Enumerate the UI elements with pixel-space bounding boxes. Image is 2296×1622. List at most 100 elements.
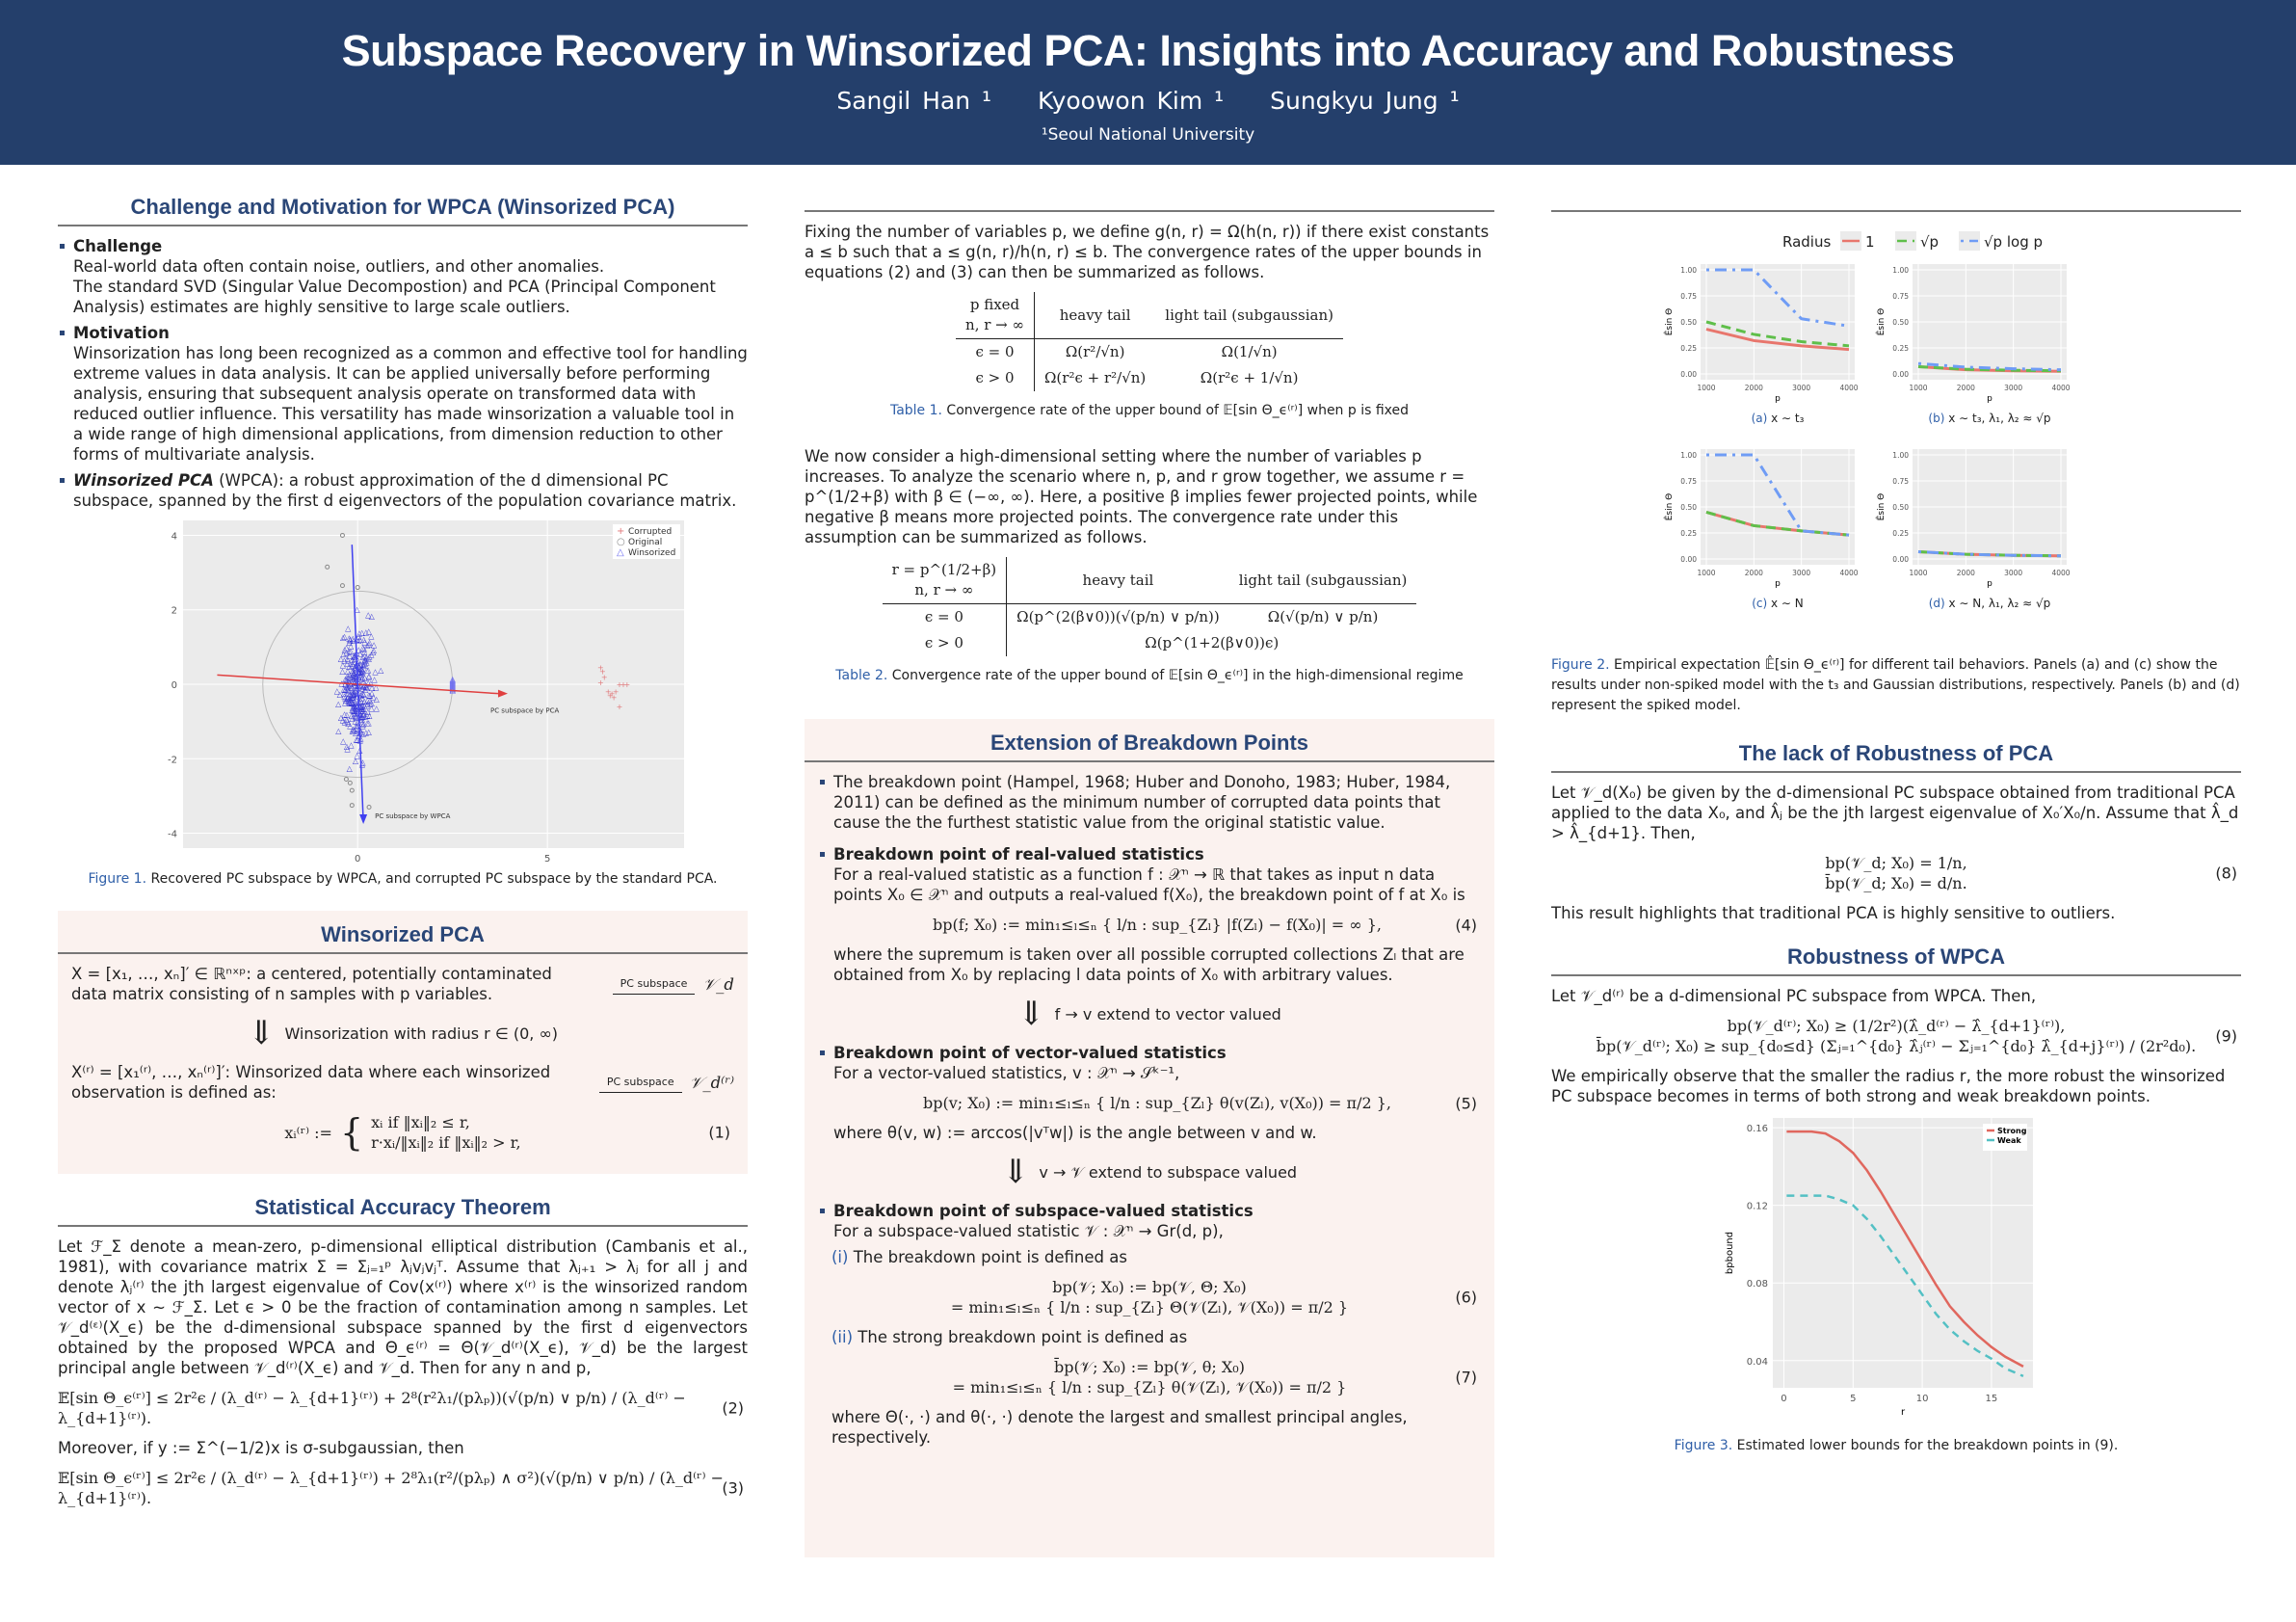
table-cell: ϵ = 0	[882, 603, 1008, 630]
subspace-symbol: 𝒱_d⁽ʳ⁾	[689, 1073, 734, 1092]
eq-line: b̄p(𝒱_d; X₀) = d/n.	[1825, 874, 1967, 892]
legend-label: Weak	[1997, 1136, 2021, 1145]
winsorized-point: △	[363, 683, 370, 692]
winsorized-point: △	[340, 661, 347, 670]
eq-line: = min₁≤ₗ≤ₙ { l/n : sup_{Zₗ} θ(𝒱(Zₗ), 𝒱(X…	[952, 1378, 1347, 1396]
x-tick-label: 4000	[2051, 384, 2070, 392]
winsorized-point: △	[373, 683, 380, 692]
winsorized-point: △	[366, 672, 373, 680]
equation-7: b̄p(𝒱; X₀) := bp(𝒱, θ; X₀)= min₁≤ₗ≤ₙ { l…	[818, 1357, 1481, 1397]
definition-ii: (ii) The strong breakdown point is defin…	[818, 1327, 1481, 1347]
y-tick-label: 0.00	[1680, 555, 1697, 564]
winsorized-point: △	[356, 708, 363, 717]
winsorized-point: △	[345, 625, 352, 633]
winsorized-point: △	[345, 689, 352, 698]
winsorized-point: △	[349, 714, 356, 723]
original-point	[366, 805, 372, 810]
eq-line: bp(𝒱; X₀) := bp(𝒱, Θ; X₀)	[1052, 1278, 1247, 1296]
winsorized-point: △	[352, 706, 358, 715]
winsorized-point: △	[351, 652, 357, 661]
item-text: The breakdown point (Hampel, 1968; Huber…	[833, 773, 1451, 832]
winsorized-point: △	[356, 632, 362, 641]
winsorized-point: △	[352, 708, 358, 717]
winsorized-point: △	[366, 638, 373, 647]
subspace-symbol: 𝒱_d	[702, 974, 734, 994]
winsorized-point: △	[351, 689, 357, 698]
winsorized-point: △	[360, 689, 367, 698]
winsorized-point: △	[354, 751, 360, 759]
winsorized-point: △	[352, 662, 358, 671]
y-tick-label: 0.25	[1680, 529, 1697, 538]
eq-body: 𝔼[sin Θ_ϵ⁽ʳ⁾] ≤ 2r²ϵ / (λ_d⁽ʳ⁾ − λ_{d+1}…	[58, 1469, 724, 1507]
equation-5: bp(v; X₀) := min₁≤ₗ≤ₙ { l/n : sup_{Zₗ} θ…	[833, 1093, 1481, 1113]
winsorized-point: △	[344, 659, 351, 668]
x-axis-label: p	[1775, 394, 1781, 404]
winsorized-point: △	[450, 680, 457, 689]
winsorized-point: △	[357, 702, 364, 710]
winsorized-point: △	[360, 678, 367, 686]
winsorized-point: △	[350, 671, 356, 679]
caption-label: Figure 3.	[1674, 1438, 1733, 1453]
winsorized-point: △	[358, 698, 365, 706]
winsorized-point: △	[350, 670, 356, 678]
winsorized-point: △	[358, 668, 365, 677]
winsorized-point: △	[355, 735, 361, 744]
figure-caption: Figure 1. Recovered PC subspace by WPCA,…	[58, 869, 748, 890]
legend-label: 1	[1865, 233, 1875, 251]
winsorized-point: △	[350, 704, 356, 712]
series-line-weak	[1786, 1194, 2024, 1378]
winsorized-point: △	[344, 654, 351, 663]
winsorized-point: △	[344, 644, 351, 652]
winsorized-point: △	[359, 722, 366, 731]
winsorized-point: △	[351, 669, 357, 678]
table-cell: Ω(√(p/n) ∨ p/n)	[1267, 608, 1379, 625]
winsorized-point: △	[378, 666, 384, 675]
figure-caption: Figure 3. Estimated lower bounds for the…	[1551, 1436, 2241, 1456]
winsorized-point: △	[355, 708, 361, 717]
item-lead: Breakdown point of vector-valued statist…	[833, 1044, 1227, 1062]
winsorized-point: △	[352, 651, 358, 660]
series-line-3	[1706, 453, 1850, 537]
winsorized-point: △	[352, 677, 358, 685]
figure-caption: Figure 2. Empirical expectation 𝔼̂[sin Θ…	[1551, 655, 2241, 716]
winsorized-point: △	[347, 636, 354, 645]
breakdown-box: Extension of Breakdown Points The breakd…	[805, 719, 1494, 1557]
x-tick-label: 4000	[1839, 569, 1858, 577]
winsorized-point: △	[352, 686, 358, 695]
poster-header: Subspace Recovery in Winsorized PCA: Ins…	[0, 0, 2296, 165]
equation-4: bp(f; X₀) := min₁≤ₗ≤ₙ { l/n : sup_{Zₗ} |…	[833, 915, 1481, 935]
winsorized-point: △	[361, 647, 368, 655]
winsorized-point: △	[356, 667, 362, 676]
x-tick-label: 0	[1781, 1394, 1786, 1404]
y-tick-label: 0.75	[1680, 477, 1697, 486]
list-item: Breakdown point of real-valued statistic…	[818, 844, 1481, 985]
winsorized-point: △	[371, 676, 378, 684]
data-description: X = [x₁, …, xₙ]′ ∈ ℝⁿˣᵖ: a centered, pot…	[71, 965, 552, 1003]
winsorized-point: △	[349, 687, 356, 696]
challenge-list: Challenge Real-world data often contain …	[58, 236, 748, 511]
winsorized-point: △	[450, 678, 457, 687]
paragraph: This result highlights that traditional …	[1551, 904, 2116, 922]
table-cell: Ω(p^(1+2(β∨0))ϵ)	[1145, 634, 1280, 651]
winsorized-point: △	[359, 705, 366, 713]
item-text: For a real-valued statistic as a functio…	[833, 865, 1465, 904]
winsorized-point: △	[351, 677, 357, 685]
y-tick-label: 0.00	[1680, 370, 1697, 379]
winsorized-point: △	[365, 699, 372, 707]
item-text: The breakdown point is defined as	[853, 1248, 1127, 1266]
panel-label: (b) x ∼ t₃, λ₁, λ₂ ≈ √p	[1928, 412, 2050, 425]
x-tick-label: 1000	[1909, 384, 1927, 392]
list-item: Motivation Winsorization has long been r…	[58, 323, 748, 465]
series-line-strong	[1786, 1130, 2024, 1368]
map-arrow: PC subspace 𝒱_d⁽ʳ⁾	[598, 1072, 734, 1093]
corrupted-point: +	[597, 678, 604, 687]
winsorized-point: △	[360, 666, 367, 675]
eq-body: 𝔼[sin Θ_ϵ⁽ʳ⁾] ≤ 2r²ϵ / (λ_d⁽ʳ⁾ − λ_{d+1}…	[58, 1389, 686, 1427]
list-item: Winsorized PCA (WPCA): a robust approxim…	[58, 470, 748, 511]
winsorized-point: △	[357, 697, 364, 705]
winsorized-point: △	[372, 667, 379, 676]
arrow-label: PC subspace	[598, 1072, 682, 1093]
item-text: : a robust approximation of the d dimens…	[73, 471, 737, 510]
winsorized-point: △	[345, 656, 352, 665]
